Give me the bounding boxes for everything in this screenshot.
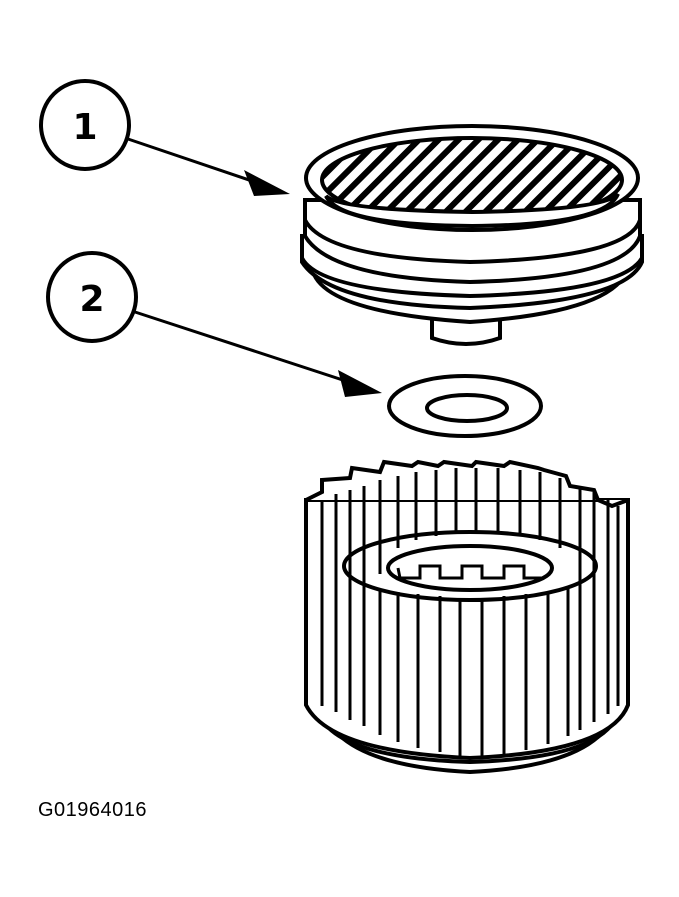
splined-hub <box>304 459 630 775</box>
part-1-clutch-drum <box>300 124 644 346</box>
callout-1-arrowhead <box>244 170 290 196</box>
callout-1-label: 1 <box>72 107 97 148</box>
callout-1: 1 <box>39 79 290 196</box>
callout-2-label: 2 <box>79 279 104 320</box>
callout-2-arrowhead <box>338 370 382 397</box>
part-2-thrust-washer <box>387 374 543 438</box>
figure-id: G01964016 <box>38 799 148 821</box>
callout-2: 2 <box>46 251 382 397</box>
